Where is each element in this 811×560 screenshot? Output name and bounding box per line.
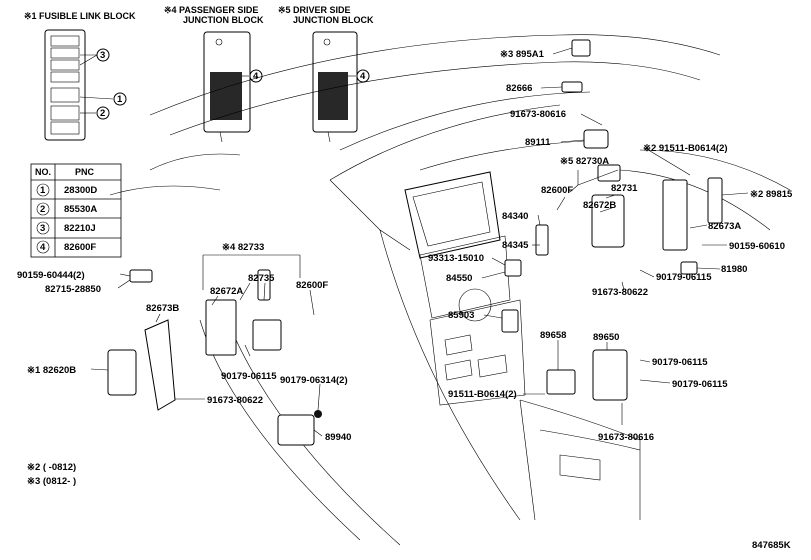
part-label-89940: 89940 (325, 432, 351, 443)
leader-lines (90, 47, 749, 437)
part-label-89658: 89658 (540, 330, 566, 341)
part-label-82672A: 82672A (210, 286, 243, 297)
passenger-junction-header-2: JUNCTION BLOCK (183, 15, 264, 25)
driver-junction-block-drawing (312, 31, 358, 143)
pnc-row-4-no: 4 (40, 242, 46, 253)
part-label-82733: ※4 82733 (222, 242, 264, 253)
part-label-93313-15010: 93313-15010 (428, 253, 484, 264)
part-label-81980: 81980 (721, 264, 747, 275)
part-label-91511-B0614-top: ※2 91511-B0614(2) (643, 143, 728, 154)
part-label-82730A: ※5 82730A (560, 156, 609, 167)
figure-id: 847685K (752, 540, 791, 551)
part-label-82672B: 82672B (583, 200, 616, 211)
part-label-84340: 84340 (502, 211, 528, 222)
part-label-90179-06115-d: 90179-06115 (221, 371, 277, 382)
fusible-link-block-drawing (44, 29, 114, 141)
part-label-91673-80622-mid: 91673-80622 (592, 287, 648, 298)
part-label-90179-06115-a: 90179-06115 (656, 272, 712, 283)
callout-circle-1 (113, 92, 127, 106)
fusible-link-block-header: ※1 FUSIBLE LINK BLOCK (24, 11, 136, 21)
pnc-row-2-pnc: 85530A (64, 204, 97, 215)
pnc-table-col-no: NO. (35, 167, 51, 177)
callout-4-passenger-label: 4 (253, 71, 259, 82)
part-label-85903: 85903 (448, 310, 474, 321)
part-label-82666: 82666 (506, 83, 532, 94)
pnc-row-3-no: 3 (40, 223, 45, 234)
note-2: ※2 ( -0812) (27, 462, 76, 473)
part-label-91673-80616-bot: 91673-80616 (598, 432, 654, 443)
pnc-row-1-no: 1 (40, 185, 46, 196)
part-label-91511-B0614-bot: 91511-B0614(2) (448, 389, 517, 400)
part-label-90159-60444: 90159-60444(2) (17, 270, 85, 281)
part-label-895A1: ※3 895A1 (500, 49, 545, 60)
pnc-row-4-pnc: 82600F (64, 242, 96, 253)
part-label-90179-06115-b: 90179-06115 (652, 357, 708, 368)
passenger-junction-header-1: ※4 PASSENGER SIDE (164, 5, 258, 15)
callout-4-driver-label: 4 (360, 71, 366, 82)
part-label-90179-06314: 90179-06314(2) (280, 375, 348, 386)
part-drawings (107, 39, 723, 446)
part-label-82673B: 82673B (146, 303, 179, 314)
callout-circle-4-driver (356, 69, 370, 83)
callout-2-label: 2 (100, 108, 105, 119)
part-label-89111: 89111 (525, 137, 551, 148)
pnc-table-col-pnc: PNC (75, 167, 95, 177)
part-label-82735: 82735 (248, 273, 275, 284)
part-label-82731: 82731 (611, 183, 638, 194)
part-label-91673-80622-left: 91673-80622 (207, 395, 263, 406)
driver-junction-header-2: JUNCTION BLOCK (293, 15, 374, 25)
part-label-89650: 89650 (593, 332, 619, 343)
dashboard-outline (109, 34, 791, 546)
part-label-84345: 84345 (502, 240, 529, 251)
driver-junction-header-1: ※5 DRIVER SIDE (278, 5, 351, 15)
callout-circle-2 (96, 106, 110, 120)
callout-1-label: 1 (117, 94, 123, 105)
part-label-91673-80616-top: 91673-80616 (510, 109, 566, 120)
part-label-90179-06115-c: 90179-06115 (672, 379, 728, 390)
part-label-89815: ※2 89815 (750, 189, 793, 200)
part-label-82600F-left: 82600F (296, 280, 328, 291)
part-label-82600F-mid: 82600F (541, 185, 573, 196)
part-label-90159-60610: 90159-60610 (729, 241, 785, 252)
part-label-84550: 84550 (446, 273, 472, 284)
callout-circle-3 (96, 48, 110, 62)
part-label-82620B: ※1 82620B (27, 365, 76, 376)
pnc-table (30, 163, 122, 258)
pnc-row-3-pnc: 82210J (64, 223, 96, 234)
pnc-row-2-no: 2 (40, 204, 45, 215)
part-label-82715-28850: 82715-28850 (45, 284, 101, 295)
callout-3-label: 3 (100, 50, 105, 61)
pnc-row-1-pnc: 28300D (64, 185, 97, 196)
note-3: ※3 (0812- ) (27, 476, 76, 487)
part-label-82673A: 82673A (708, 221, 741, 232)
